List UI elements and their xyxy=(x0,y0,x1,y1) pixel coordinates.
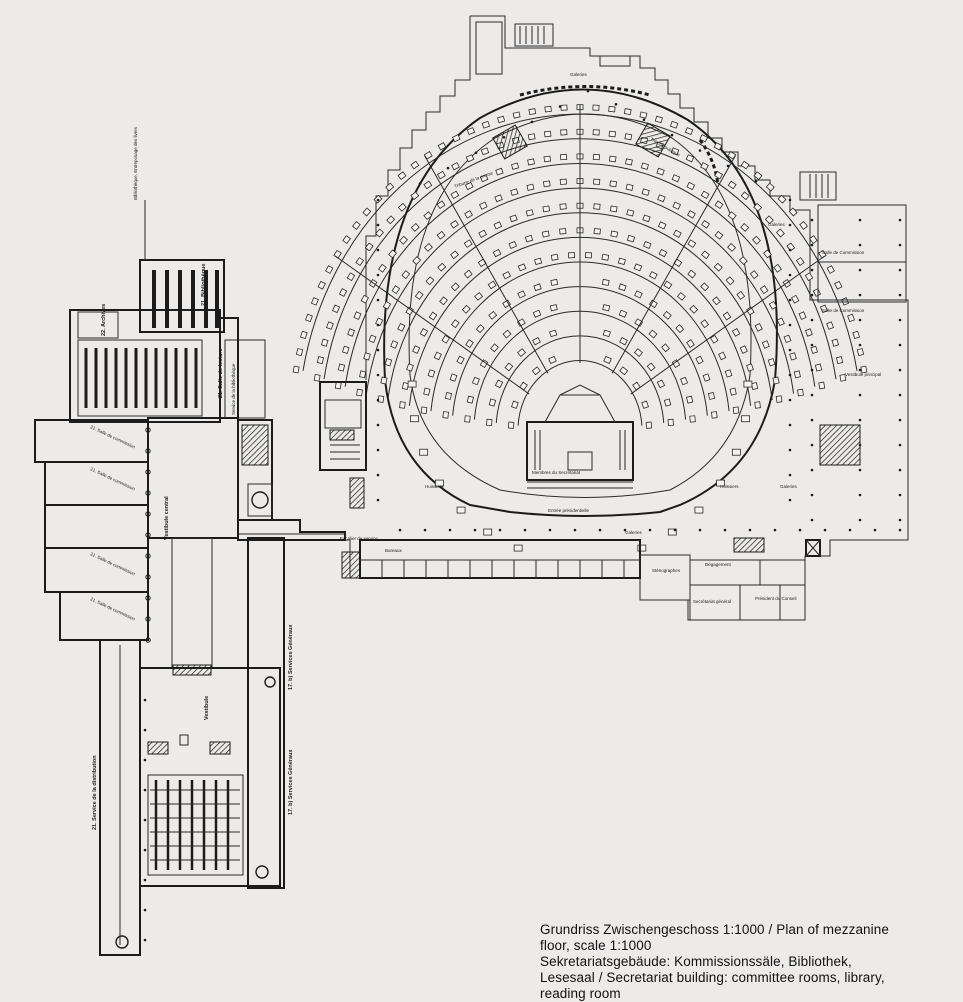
label-degagement: Dégagement xyxy=(705,562,732,567)
assembly-hall xyxy=(290,15,909,621)
caption-line-1: Grundriss Zwischengeschoss 1:1000 / Plan… xyxy=(540,922,889,937)
committee-room-right-2 xyxy=(817,261,907,303)
caption-line-3: Sekretariatsgebäude: Kommissionssäle, Bi… xyxy=(540,954,852,969)
label-galeries-1: Galeries xyxy=(570,72,588,77)
label-committee-room-r1: Salle de Commission xyxy=(822,250,865,255)
label-huissiers-1: Huissiers xyxy=(425,484,444,489)
label-committee-3: 21. Salle de commission xyxy=(90,551,137,576)
top-stair xyxy=(514,23,554,47)
label-vestibule: Vestibule xyxy=(204,696,210,720)
label-membres-secretariat: Membres du Secrétariat xyxy=(532,470,581,475)
connector-corridor xyxy=(237,519,346,541)
top-tower xyxy=(475,21,503,75)
label-galeries-3: Galeries xyxy=(780,484,798,489)
secretariat-block xyxy=(639,537,821,621)
label-committee-1: 21. Salle de commission xyxy=(90,424,137,449)
label-service-distribution: 21. Service de la distribution xyxy=(92,755,98,830)
services-wing xyxy=(99,537,285,956)
presidential-podium xyxy=(526,384,634,489)
label-secretariat-general: Secrétariat général xyxy=(693,599,731,604)
caption-line-2: floor, scale 1:1000 xyxy=(540,938,652,953)
label-vestibule-principal: Vestibule principal xyxy=(845,372,881,377)
library-stacks xyxy=(139,200,225,333)
label-salle-lecture: 21. Salle de lecture xyxy=(218,348,224,398)
label-president-conseil: Président du Conseil xyxy=(755,596,797,601)
label-bibliotheque-21: 21. Bibliothèque xyxy=(201,264,207,306)
label-committee-room-r2: Salle de Commission xyxy=(822,308,865,313)
caption-line-5: reading room xyxy=(540,986,621,1001)
label-bibliotheque: Bibliothèque, Entreposage des livres xyxy=(133,126,138,200)
bureaux-corridor xyxy=(341,539,641,579)
label-galeries-4: Galeries xyxy=(625,530,643,535)
central-vestibule xyxy=(147,417,273,676)
label-committee-2: 21. Salle de commission xyxy=(90,466,137,491)
committee-rooms xyxy=(34,419,149,641)
label-services-generaux-1: 17. b) Services Généraux xyxy=(288,624,294,690)
plan-caption: Grundriss Zwischengeschoss 1:1000 / Plan… xyxy=(540,922,950,1002)
label-galeries-2: Galeries xyxy=(768,222,786,227)
caption-line-4: Lesesaal / Secretariat building: committ… xyxy=(540,970,885,985)
label-stenographes: Sténographes xyxy=(652,568,681,573)
label-entree-presidentielle: Entrée présidentielle xyxy=(548,508,590,513)
label-archives: 22. Archives xyxy=(101,304,107,336)
label-huissiers-2: Huissiers xyxy=(720,484,739,489)
assembly-stepped-outline-left xyxy=(365,16,471,380)
seating-rows xyxy=(292,104,868,552)
left-service-block xyxy=(319,381,367,471)
label-vestibule-central: Vestibule central xyxy=(164,496,170,540)
auditorium-shell xyxy=(383,88,778,517)
label-bureaux: Bureaux xyxy=(385,548,403,553)
column-grid xyxy=(376,89,902,532)
auditorium-inner-shell xyxy=(408,113,752,498)
label-escalier-service: Escalier de service xyxy=(340,536,378,541)
label-services-generaux-2: 17. b) Services Généraux xyxy=(288,749,294,815)
label-committee-4: 21. Salle de commission xyxy=(90,596,137,621)
label-service-bibliotheque: Service de la bibliothèque xyxy=(231,363,236,415)
right-stair xyxy=(819,424,861,466)
secretariat-building xyxy=(34,200,285,956)
